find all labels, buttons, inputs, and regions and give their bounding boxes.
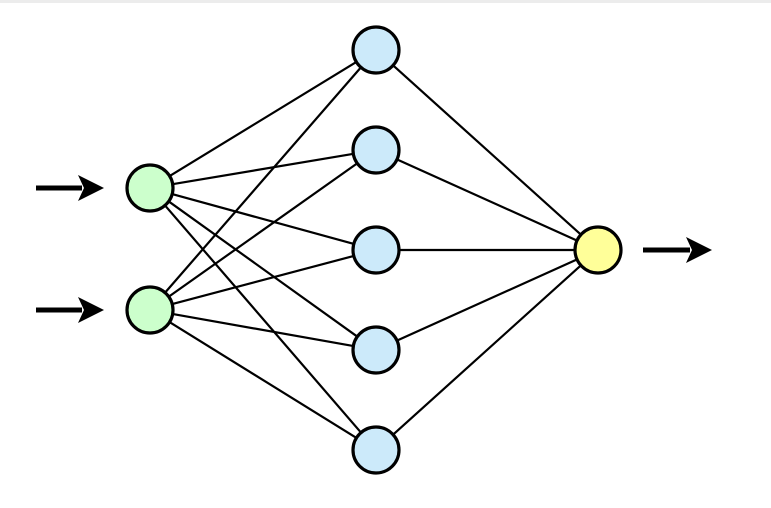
edge-i1-h3 <box>170 192 356 246</box>
top-divider-strip <box>0 0 771 3</box>
edge-h5-o1 <box>391 263 583 437</box>
input-node-2[interactable] <box>125 285 175 335</box>
edge-i1-h5 <box>163 203 363 435</box>
io-arrows-group <box>36 175 712 323</box>
edge-h2-o1 <box>394 157 580 243</box>
hidden-node-5[interactable] <box>351 425 401 475</box>
output-arrow-1-head-icon <box>686 237 712 263</box>
edge-i1-h1 <box>167 60 359 178</box>
edge-i1-h2 <box>170 152 356 186</box>
edge-i2-h2 <box>166 161 360 299</box>
edge-h1-o1 <box>391 63 583 237</box>
edge-h4-o1 <box>394 257 580 343</box>
edge-i2-h5 <box>167 320 359 440</box>
edge-i2-h4 <box>170 312 356 348</box>
nodes-group <box>125 25 623 475</box>
input-arrow-2 <box>36 297 104 323</box>
input-arrow-1-head-icon <box>78 175 104 201</box>
hidden-node-4[interactable] <box>351 325 401 375</box>
hidden-node-2[interactable] <box>351 125 401 175</box>
edge-i2-h3 <box>170 254 356 306</box>
hidden-node-1[interactable] <box>351 25 401 75</box>
hidden-node-3[interactable] <box>351 225 401 275</box>
output-node-1[interactable] <box>573 225 623 275</box>
input-arrow-1 <box>36 175 104 201</box>
input-node-1[interactable] <box>125 163 175 213</box>
edges-group <box>163 60 583 440</box>
edge-i2-h1 <box>163 65 363 295</box>
edge-i1-h4 <box>166 199 360 339</box>
output-arrow-1 <box>643 237 712 263</box>
input-arrow-2-head-icon <box>78 297 104 323</box>
